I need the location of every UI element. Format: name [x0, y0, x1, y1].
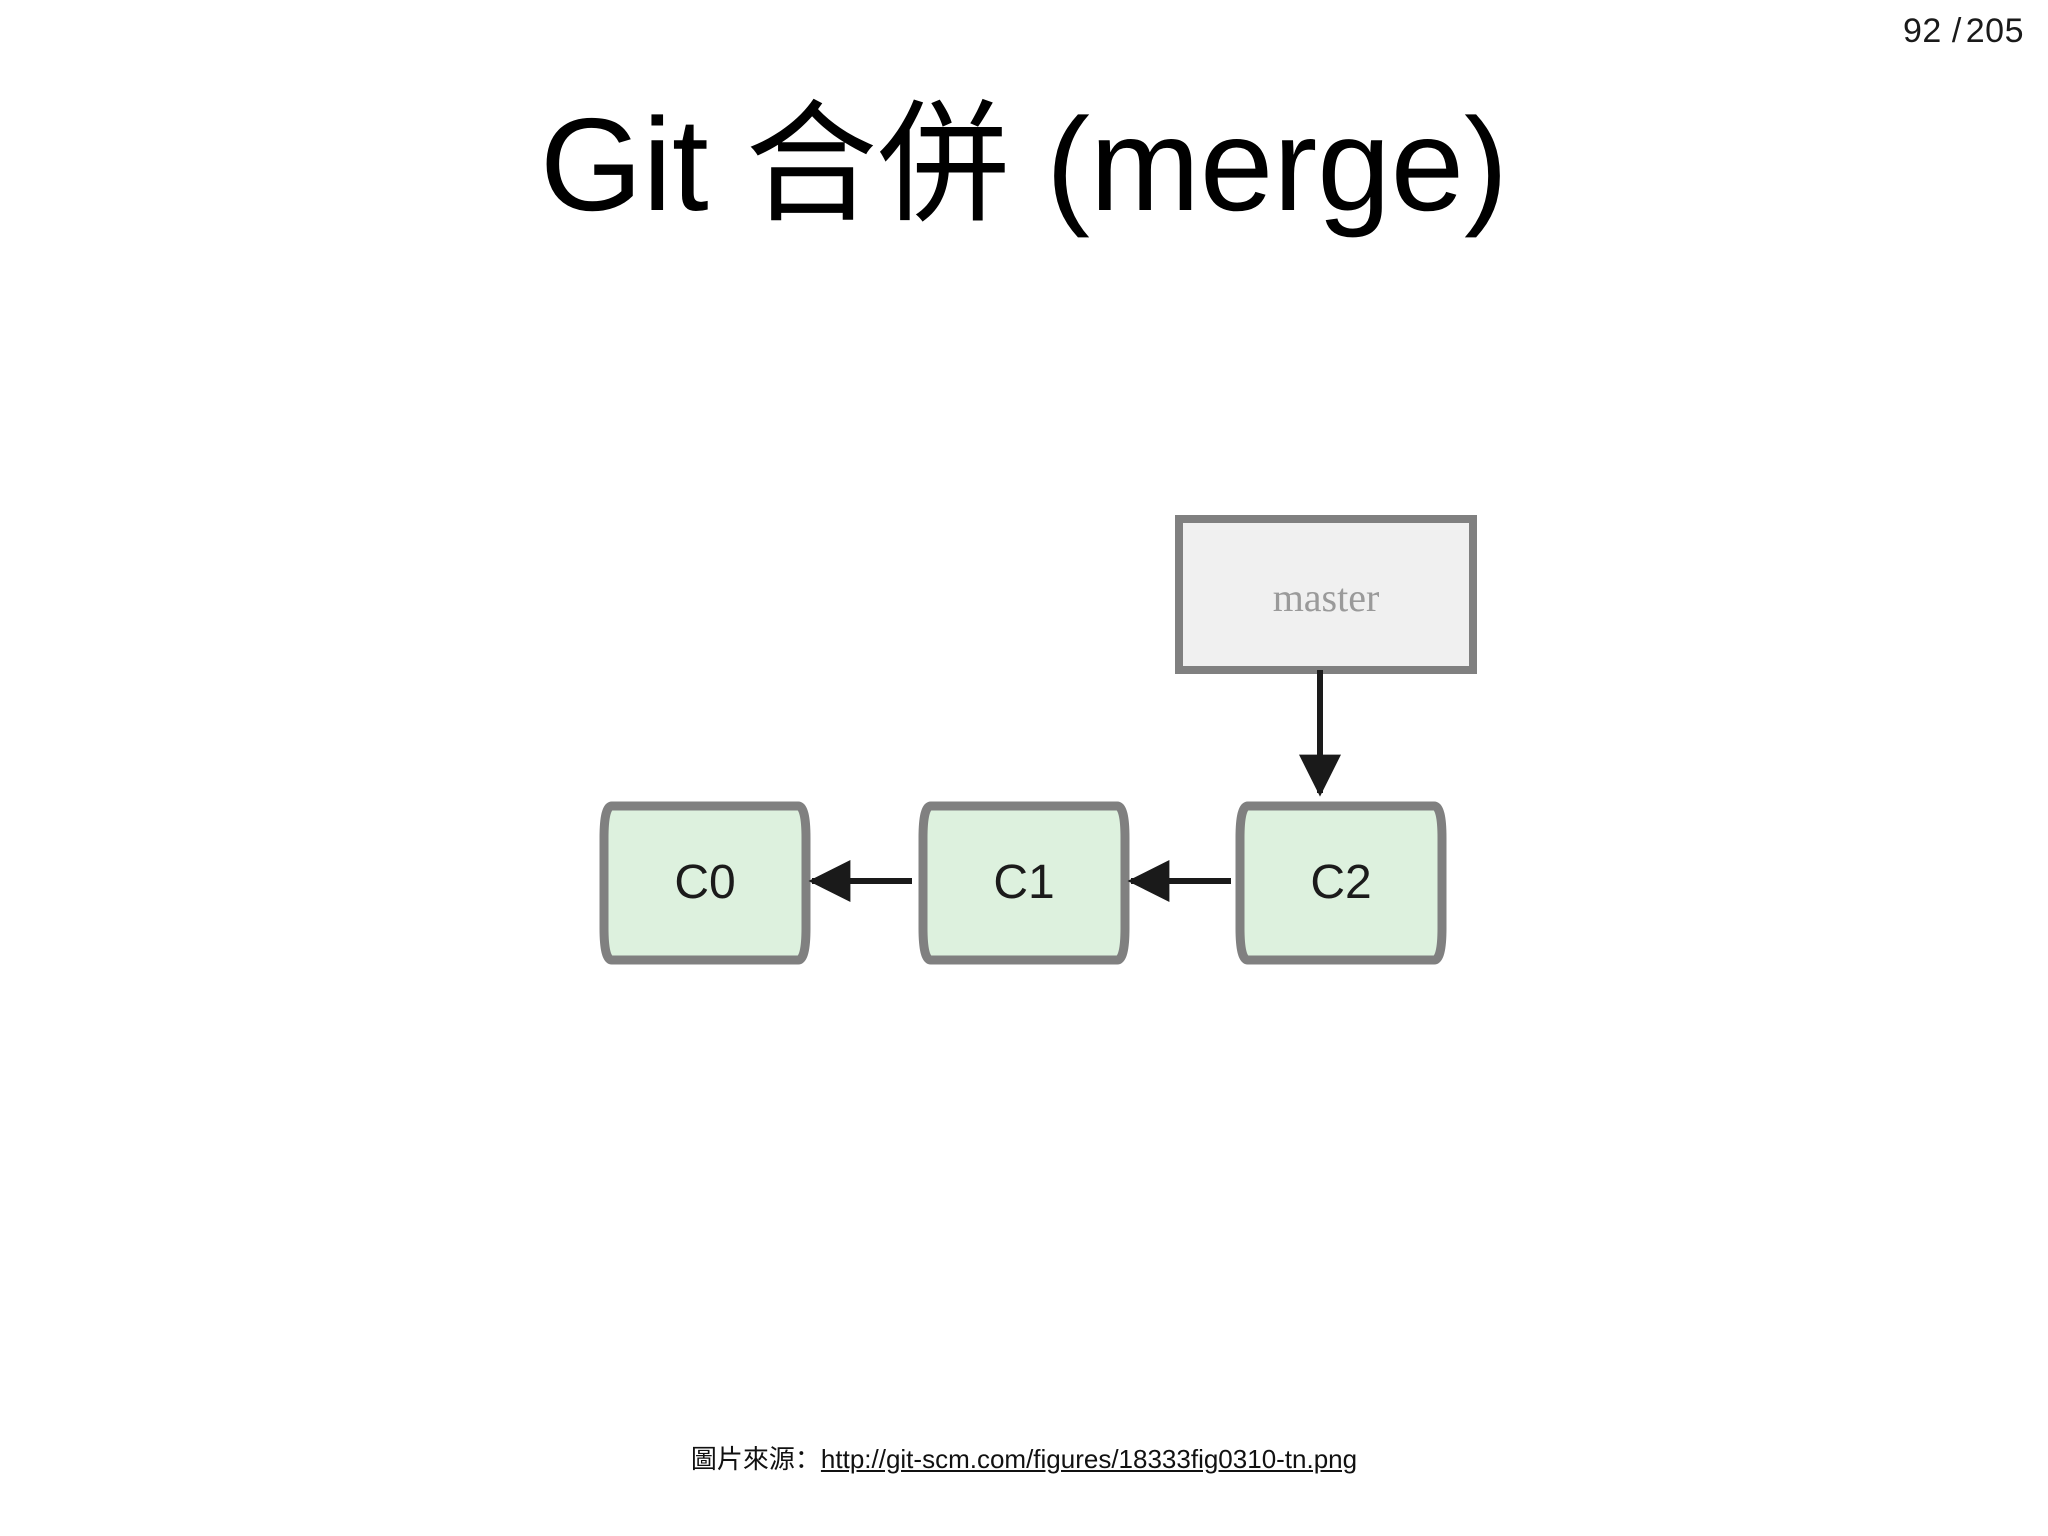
commit-node-c1: C1 [918, 801, 1130, 965]
page-separator: / [1951, 12, 1962, 50]
branch-box-master: master [1175, 515, 1477, 674]
page-total: 205 [1965, 12, 2024, 50]
commit-label-c0: C0 [674, 856, 735, 909]
image-source-credit: 圖片來源：http://git-scm.com/figures/18333fig… [0, 1443, 2048, 1477]
page-current: 92 [1902, 12, 1942, 50]
image-source-link[interactable]: http://git-scm.com/figures/18333fig0310-… [820, 1444, 1358, 1474]
commit-label-c1: C1 [993, 856, 1054, 909]
commit-node-c2: C2 [1235, 801, 1447, 965]
commit-node-c0: C0 [599, 801, 811, 965]
commit-label-c2: C2 [1310, 856, 1371, 909]
page-indicator: 92/205 [1903, 14, 2024, 48]
page-title: Git 合併 (merge) [539, 91, 1509, 238]
branch-label-master: master [1273, 575, 1380, 620]
image-source-label: 圖片來源： [690, 1444, 821, 1474]
